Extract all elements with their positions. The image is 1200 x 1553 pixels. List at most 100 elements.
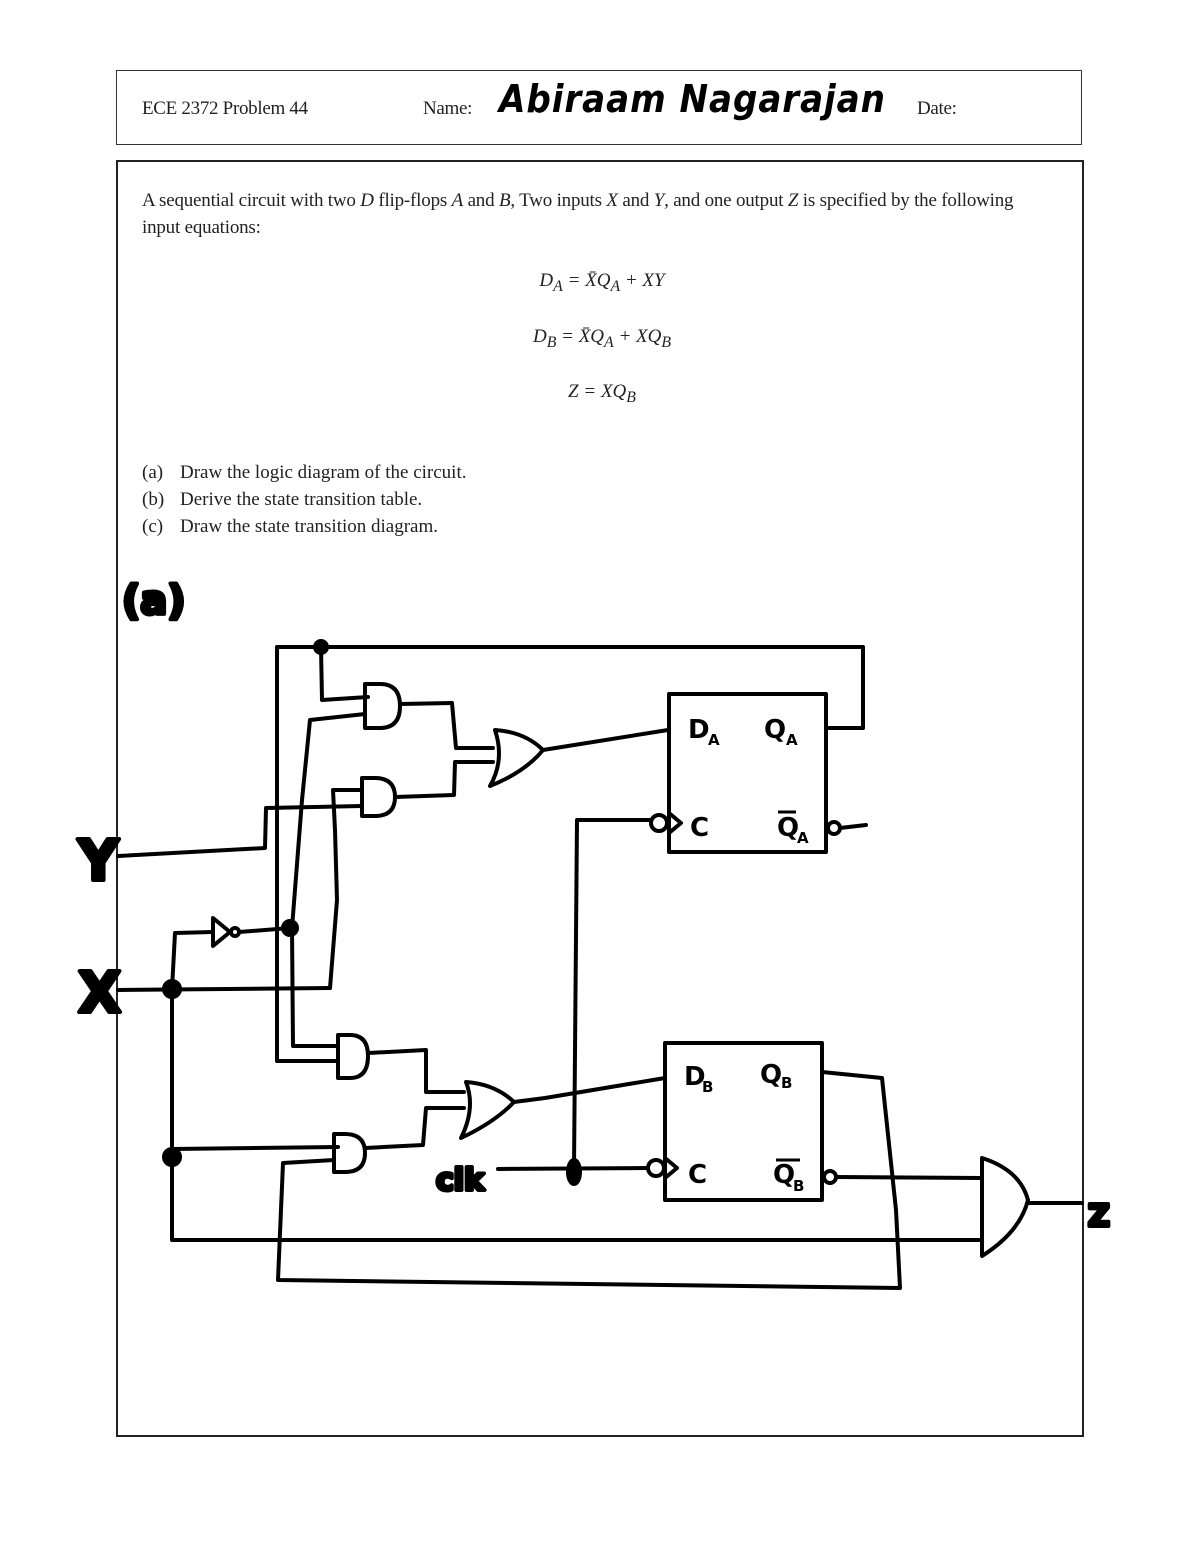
- problem-statement: A sequential circuit with two D flip-flo…: [142, 187, 1042, 241]
- input-x-wire: [116, 986, 332, 992]
- eq-rhs-tail: + XQ: [613, 326, 662, 347]
- and3-out-wire: [366, 1048, 466, 1094]
- statement-text: and: [463, 190, 499, 211]
- eq-lhs: D: [532, 326, 547, 347]
- header-box: ECE 2372 Problem 44 Name: Abiraam Nagara…: [116, 70, 1082, 145]
- equation-z: Z = XQB: [118, 381, 1086, 407]
- and4-out-wire: [363, 1106, 466, 1150]
- statement-var: X: [606, 190, 618, 211]
- part-letter: (b): [142, 489, 165, 510]
- statement-text: , and one output: [664, 190, 788, 211]
- flipflop-b-labels: D B Q B C Q B: [684, 1060, 804, 1195]
- clk-label: clk: [436, 1163, 485, 1198]
- statement-text: flip-flops: [373, 190, 452, 211]
- ffb-q-label: Q: [760, 1060, 782, 1090]
- ffb-q-sub: B: [781, 1074, 792, 1092]
- statement-text: and: [617, 190, 654, 211]
- part-letter: (a): [142, 462, 164, 483]
- ffa-d-sub: A: [708, 731, 720, 749]
- qbar-b-out-wire: [834, 1175, 984, 1180]
- and-gate-4: [332, 1132, 367, 1174]
- or-b-to-db-wire: [512, 1076, 667, 1104]
- statement-var: A: [451, 190, 464, 211]
- qa-to-and1-wire: [319, 645, 370, 702]
- x-to-and4-wire: [170, 1145, 340, 1151]
- flipflop-b: [663, 1041, 824, 1202]
- inverter: [211, 916, 232, 948]
- and-gate-z: [980, 1156, 1030, 1258]
- eq-sub: B: [626, 388, 636, 406]
- ffa-d-label: D: [688, 715, 710, 745]
- part-b: (b) Derive the state transition table.: [142, 486, 466, 513]
- ffb-c-label: C: [688, 1160, 707, 1190]
- eq-sub: A: [553, 277, 563, 295]
- date-label: Date:: [917, 98, 957, 119]
- input-y-label: Y: [77, 829, 120, 894]
- statement-var: Y: [653, 190, 665, 211]
- statement-text: , Two inputs: [510, 190, 607, 211]
- x-to-inverter-wire: [170, 930, 215, 991]
- qb-to-and4-wire: [276, 1070, 902, 1290]
- ffa-qbar-label: Q: [777, 813, 799, 843]
- flipflop-a: [667, 692, 828, 854]
- y-to-and2-wire: [116, 804, 364, 858]
- eq-rhs-tail: + XY: [620, 270, 665, 291]
- ffb-d-sub: B: [702, 1078, 713, 1096]
- statement-var: B: [498, 190, 511, 211]
- name-label: Name:: [423, 98, 473, 119]
- flipflop-a-labels: D A Q A C Q A: [688, 715, 809, 847]
- clock-bubble-a: [649, 813, 669, 833]
- clk-to-ffa-wire: [572, 818, 653, 1170]
- eq-sub: A: [604, 333, 614, 351]
- qa-feedback-wire: [275, 645, 865, 1063]
- ffb-qbar-sub: B: [793, 1177, 804, 1195]
- ffa-c-label: C: [690, 813, 709, 843]
- course-title: ECE 2372 Problem 44: [142, 98, 308, 119]
- clock-triangle-a: [667, 811, 683, 835]
- part-letter: (c): [142, 516, 164, 537]
- eq-rhs: = XQ: [583, 381, 627, 402]
- name-signature: Abiraam Nagarajan: [499, 77, 886, 121]
- or-gate-b: [459, 1080, 516, 1140]
- eq-sub: B: [546, 333, 557, 351]
- part-text: Draw the state transition diagram.: [180, 516, 439, 537]
- x-vertical-wire: [170, 987, 984, 1242]
- and2-out-wire: [393, 760, 495, 799]
- problem-parts: (a) Draw the logic diagram of the circuit…: [142, 459, 466, 540]
- or-a-to-da-wire: [541, 728, 670, 752]
- equation-db: DB = X̄QA + XQB: [118, 326, 1086, 352]
- ffb-d-label: D: [684, 1062, 706, 1092]
- problem-box: A sequential circuit with two D flip-flo…: [116, 160, 1084, 1437]
- part-c: (c) Draw the state transition diagram.: [142, 513, 466, 540]
- statement-var: D: [360, 190, 374, 211]
- ffa-q-label: Q: [764, 715, 786, 745]
- part-a: (a) Draw the logic diagram of the circuit…: [142, 459, 466, 486]
- and1-out-wire: [398, 701, 495, 750]
- ffb-qbar-label: Q: [773, 1160, 795, 1190]
- statement-text: A sequential circuit with two: [142, 190, 361, 211]
- or-gate-a: [488, 728, 545, 788]
- xbar-to-and1-wire: [290, 712, 367, 930]
- xbar-to-and3-wire: [290, 926, 340, 1048]
- ffa-qbar-sub: A: [797, 829, 809, 847]
- eq-rhs: = X̄Q: [567, 270, 611, 291]
- eq-rhs: = X̄Q: [561, 326, 605, 347]
- statement-var: Z: [787, 190, 799, 211]
- input-x-label: X: [78, 961, 121, 1026]
- output-z-label: Z: [1088, 1199, 1110, 1234]
- eq-sub: A: [610, 277, 621, 295]
- clock-triangle-b: [663, 1156, 679, 1180]
- part-text: Derive the state transition table.: [180, 489, 423, 510]
- eq-lhs: Z: [568, 381, 579, 402]
- x-to-and2-wire: [328, 788, 364, 990]
- eq-sub: B: [661, 333, 672, 351]
- junction-dot: [162, 1147, 182, 1167]
- equation-da: DA = X̄QA + XY: [118, 270, 1086, 296]
- eq-lhs: D: [539, 270, 554, 291]
- and-gate-1: [363, 682, 402, 730]
- part-text: Draw the logic diagram of the circuit.: [180, 462, 467, 483]
- statement-text: is specified by the following input equa…: [142, 190, 1014, 238]
- and-gate-3: [336, 1033, 370, 1080]
- section-label: (a): [122, 578, 186, 624]
